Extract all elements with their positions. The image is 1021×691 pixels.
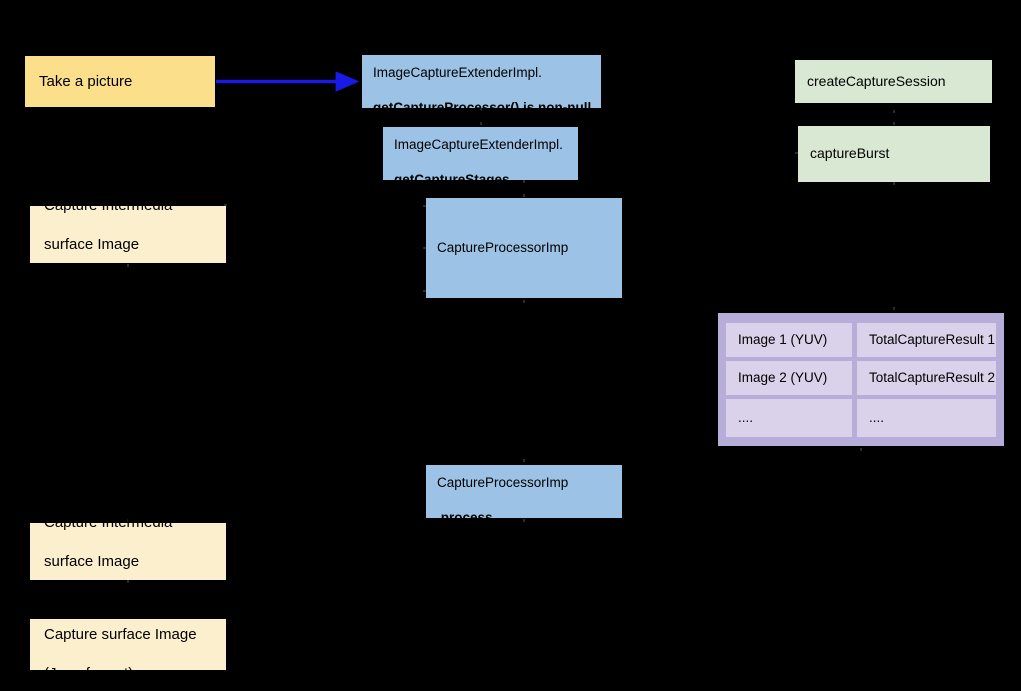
node-capture-processor-process-line1: CaptureProcessorImp — [437, 475, 569, 491]
anchor-dot — [523, 180, 525, 183]
anchor-dot — [893, 122, 895, 125]
node-capture-intermediate-surface-bottom-line1: Capture Intermedia — [44, 514, 173, 532]
anchor-dot — [523, 459, 525, 462]
results-cell-image-2[interactable]: Image 2 (YUV) — [726, 361, 852, 395]
node-create-capture-session-label: createCaptureSession — [807, 72, 946, 89]
node-take-a-picture-label: Take a picture — [39, 72, 133, 90]
node-get-capture-stages-line2: getCaptureStages — [394, 171, 510, 187]
node-create-capture-session[interactable]: createCaptureSession — [795, 60, 992, 103]
node-capture-intermediate-surface-top-text: Capture Intermedia surface Image (YUV fo… — [44, 177, 172, 292]
anchor-dot — [893, 110, 895, 113]
node-capture-intermediate-surface-bottom[interactable]: Capture Intermedia surface Image (YUV fo… — [30, 514, 226, 608]
node-get-capture-processor-line2: getCaptureProcessor() is non-null — [373, 99, 592, 115]
results-cell-image-more-label: .... — [738, 410, 754, 426]
anchor-dot — [423, 205, 426, 207]
results-cell-result-more[interactable]: .... — [857, 399, 996, 437]
node-capture-processor-process-text: CaptureProcessorImp .process — [437, 457, 568, 526]
results-cell-result-2-label: TotalCaptureResult 2 — [869, 370, 996, 386]
node-get-capture-stages-line1: ImageCaptureExtenderImpl. — [394, 137, 563, 153]
node-capture-intermediate-surface-bottom-text: Capture Intermedia surface Image (YUV fo… — [44, 494, 172, 609]
node-capture-surface-jpeg-text: Capture surface Image (Jpeg format) — [44, 606, 197, 683]
node-capture-intermediate-surface-top-line1: Capture Intermedia — [44, 197, 173, 215]
node-capture-intermediate-surface-top-line3: (YUV format) — [44, 273, 132, 291]
results-group-container: Image 1 (YUV) Image 2 (YUV) .... TotalCa… — [718, 313, 1004, 446]
node-capture-intermediate-surface-top[interactable]: Capture Intermedia surface Image (YUV fo… — [30, 197, 226, 291]
node-capture-intermediate-surface-bottom-line3: (YUV format) — [44, 590, 132, 608]
results-cell-result-1-label: TotalCaptureResult 1 — [869, 332, 996, 348]
anchor-dot — [423, 290, 426, 292]
node-capture-burst-label: captureBurst — [810, 145, 890, 162]
anchor-dot — [860, 448, 862, 451]
node-capture-intermediate-surface-top-line2: surface Image — [44, 235, 140, 253]
results-cell-result-2[interactable]: TotalCaptureResult 2 — [857, 361, 996, 395]
node-capture-intermediate-surface-bottom-line2: surface Image — [44, 552, 140, 570]
anchor-dot — [224, 204, 227, 206]
node-get-capture-processor-text: ImageCaptureExtenderImpl. getCaptureProc… — [373, 47, 591, 116]
node-capture-processor-process-line2: .process — [437, 509, 493, 525]
results-cell-image-1-label: Image 1 (YUV) — [738, 332, 828, 348]
anchor-dot — [523, 519, 525, 522]
anchor-dot — [795, 152, 798, 154]
node-capture-surface-jpeg-line2: (Jpeg format) — [44, 664, 134, 682]
node-get-capture-stages[interactable]: ImageCaptureExtenderImpl. getCaptureStag… — [383, 127, 578, 187]
node-get-capture-stages-text: ImageCaptureExtenderImpl. getCaptureStag… — [394, 119, 563, 188]
node-get-capture-processor[interactable]: ImageCaptureExtenderImpl. getCaptureProc… — [362, 55, 601, 115]
node-capture-surface-jpeg-line1: Capture surface Image — [44, 626, 197, 644]
results-cell-image-1[interactable]: Image 1 (YUV) — [726, 323, 852, 357]
anchor-dot — [523, 194, 525, 197]
results-cell-result-1[interactable]: TotalCaptureResult 1 — [857, 323, 996, 357]
node-get-capture-processor-line1: ImageCaptureExtenderImpl. — [373, 65, 542, 81]
anchor-dot — [893, 182, 895, 185]
anchor-dot — [127, 519, 129, 522]
node-capture-burst[interactable]: captureBurst — [798, 126, 990, 182]
node-take-a-picture[interactable]: Take a picture — [25, 56, 215, 107]
results-cell-image-2-label: Image 2 (YUV) — [738, 370, 828, 386]
anchor-dot — [423, 247, 426, 249]
anchor-dot — [127, 580, 129, 583]
anchor-dot — [523, 300, 525, 303]
anchor-dot — [480, 108, 482, 111]
results-cell-image-more[interactable]: .... — [726, 399, 852, 437]
anchor-dot — [893, 307, 895, 310]
results-cell-result-more-label: .... — [869, 410, 885, 426]
node-capture-processor-imp[interactable]: CaptureProcessorImp — [426, 198, 622, 298]
node-capture-surface-jpeg[interactable]: Capture surface Image (Jpeg format) — [30, 619, 226, 682]
anchor-dot — [480, 122, 482, 125]
node-capture-processor-process[interactable]: CaptureProcessorImp .process — [426, 465, 622, 525]
anchor-dot — [127, 264, 129, 267]
node-capture-processor-imp-label: CaptureProcessorImp — [437, 240, 569, 256]
